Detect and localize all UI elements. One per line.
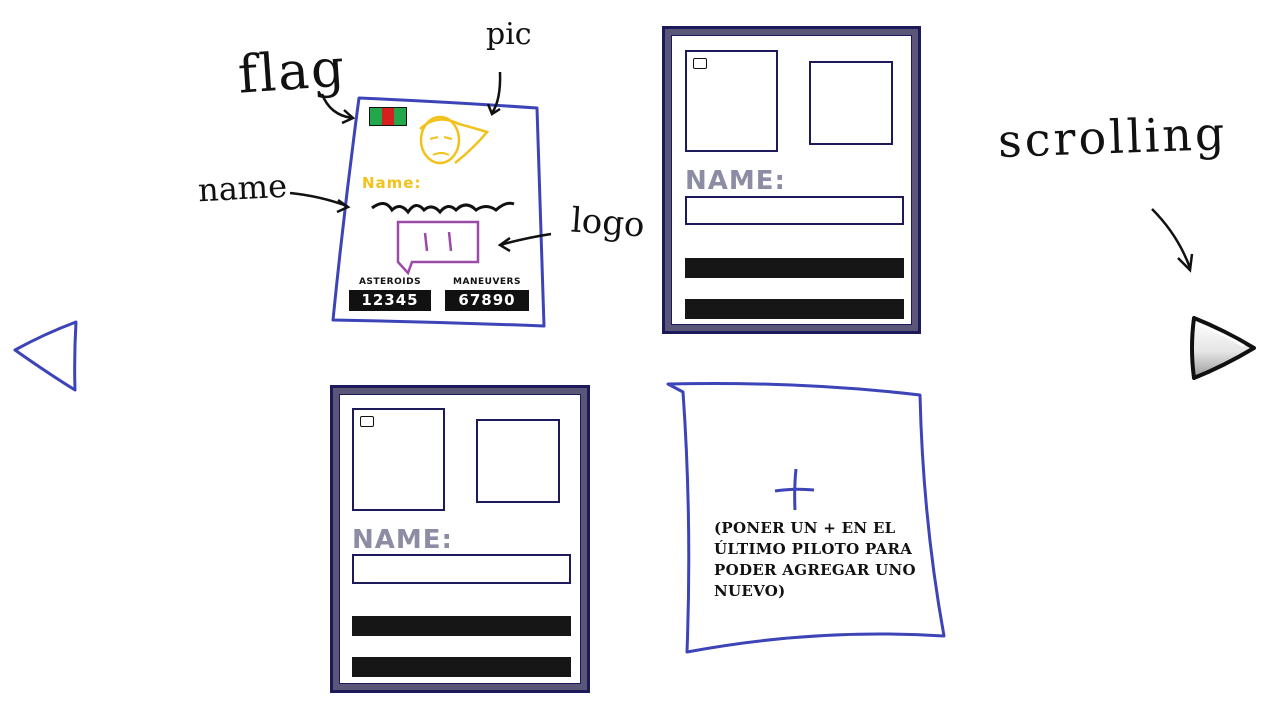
name-label: NAME: — [685, 166, 786, 196]
scrolling-arrow — [1151, 208, 1192, 269]
name-field[interactable] — [352, 554, 571, 584]
scroll-left-button[interactable] — [10, 316, 82, 394]
name-field[interactable] — [685, 196, 904, 225]
asteroids-label: ASTEROIDS — [358, 277, 422, 287]
pilot-card-body: NAME: — [671, 35, 912, 325]
flag-icon — [369, 107, 407, 126]
asteroids-stat: ASTEROIDS 12345 — [349, 277, 431, 311]
maneuvers-bar — [352, 657, 571, 677]
asteroids-bar — [352, 616, 571, 636]
flag-stripe — [394, 108, 406, 125]
add-pilot-card[interactable] — [684, 388, 940, 650]
pilot-face-doodle — [419, 115, 490, 165]
maneuvers-stat: MANEUVERS 67890 — [445, 277, 529, 311]
scrolling-annotation: scrolling — [997, 106, 1229, 168]
sketch-name-label: Name: — [362, 174, 422, 192]
pic-arrow — [490, 71, 502, 114]
logo-annotation: logo — [569, 200, 646, 246]
maneuvers-label: MANEUVERS — [453, 277, 521, 287]
name-scribble — [371, 201, 515, 215]
pic-frame — [809, 61, 893, 145]
asteroids-bar — [685, 258, 904, 278]
flag-stripe — [370, 108, 382, 125]
triangle-right-icon — [1190, 316, 1256, 380]
pilot-card[interactable]: NAME: — [330, 385, 590, 693]
pilot-card[interactable]: NAME: — [662, 26, 921, 334]
maneuvers-bar — [685, 299, 904, 319]
pic-annotation: pic — [486, 17, 532, 52]
name-arrow — [289, 191, 348, 208]
flag-frame — [685, 50, 778, 152]
add-pilot-note: (poner un + en el último piloto para pod… — [714, 519, 916, 600]
name-annotation: name — [197, 166, 288, 210]
logo-doodle — [396, 220, 480, 276]
pilot-card-body: NAME: — [339, 394, 581, 684]
logo-arrow — [499, 232, 552, 247]
asteroids-value: 12345 — [349, 290, 431, 311]
flag-placeholder-icon — [360, 416, 374, 427]
flag-placeholder-icon — [693, 58, 707, 69]
flag-annotation: flag — [236, 38, 349, 106]
maneuvers-value: 67890 — [445, 290, 529, 311]
pic-frame — [476, 419, 560, 503]
plus-icon[interactable] — [772, 466, 818, 512]
flag-frame — [352, 408, 445, 511]
name-label: NAME: — [352, 525, 453, 555]
flag-stripe — [382, 108, 394, 125]
triangle-left-icon — [13, 320, 78, 392]
scroll-right-button[interactable] — [1184, 310, 1260, 386]
